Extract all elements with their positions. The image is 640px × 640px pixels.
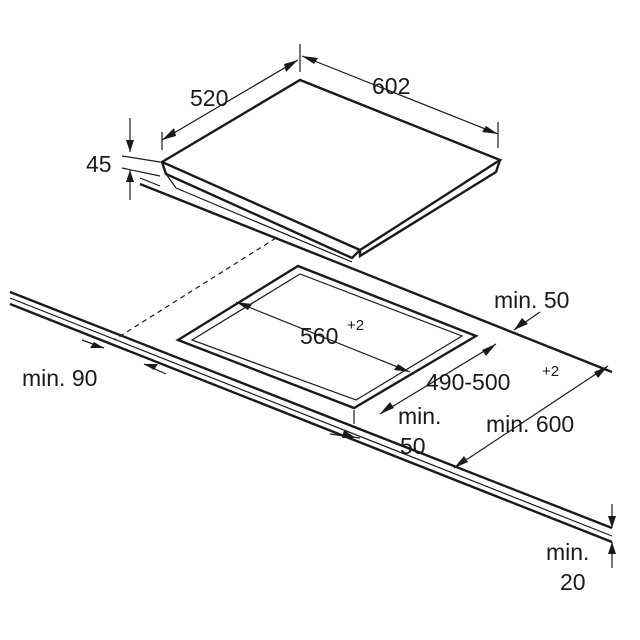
dim-520-arrow-a [162,128,176,140]
dim-490-500 [379,343,497,415]
cutout [175,264,479,410]
dim-min-50-front [329,410,361,439]
label-min-side-clearance: min. 90 [22,365,97,391]
dim-490-arrow-b [482,344,496,356]
dim-490-arrow-a [380,402,394,414]
dim-45-ext-top [121,155,161,163]
label-hob-depth: 520 [190,85,228,111]
cutout-outline [175,264,479,410]
worktop-front-edge-bottom [9,302,613,544]
worktop [9,177,613,544]
dim-min50-front-arrow [342,430,356,438]
label-cutout-width: 560 [300,323,338,349]
dim-560-line [235,301,411,373]
dim-602-arrow-b [482,126,498,134]
hob [159,78,503,263]
dim-45-ext-bottom [121,167,161,177]
label-min-back-clearance: min. 50 [494,287,569,313]
worktop-back-edge [139,182,613,374]
dim-520-arrow-b [284,60,298,72]
dim-602-line [301,55,499,135]
label-min-front-clearance-2: 50 [400,433,426,459]
label-min-worktop-thickness-1: min. [546,539,589,565]
dim-min90-arrow-b [144,364,158,370]
dim-min600-line [453,365,609,469]
dim-520 [161,44,301,150]
worktop-front-edge-face [9,297,613,537]
dim-602-arrow-a [302,56,318,64]
dim-min-20 [608,504,616,568]
dim-min50-back-arrow [514,318,528,330]
label-min-worktop-depth: min. 600 [486,411,574,437]
hob-right-edge [358,159,502,259]
label-hob-width: 602 [372,73,410,99]
label-cutout-width-tolerance: +2 [347,317,364,334]
worktop-front-edge-top [9,290,613,530]
dim-45 [121,118,161,200]
dim-min-90 [81,339,167,375]
label-min-worktop-thickness-2: 20 [560,569,586,595]
guide-dashed-line [113,237,277,341]
label-hob-height: 45 [86,151,112,177]
hob-base-left [165,173,177,189]
dim-602 [301,55,499,148]
hob-base-front [175,187,353,263]
worktop-back-edge-lower [139,177,161,187]
dim-min90-arrow-a [90,342,104,348]
label-cutout-depth: 490-500 [426,369,510,395]
dim-min-50-back [513,311,541,331]
hob-front-edge [160,161,361,260]
dim-560-arrow-a [236,302,252,310]
dim-520-line [161,59,299,141]
dim-min-600 [453,365,609,469]
cutout-inner-outline [190,273,464,401]
dim-min600-arrow-b [594,366,608,378]
dim-490-line [379,343,497,415]
dim-560-arrow-b [394,364,410,372]
dim-min20-arrow-bottom [608,542,616,554]
dim-45-arrow-bottom [126,170,134,182]
label-min-front-clearance-1: min. [398,403,441,429]
dim-min20-arrow-top [608,516,616,528]
dim-45-arrow-top [126,140,134,152]
label-cutout-depth-tolerance: +2 [542,363,559,380]
dim-min600-arrow-a [454,456,468,468]
dim-560 [235,301,411,373]
